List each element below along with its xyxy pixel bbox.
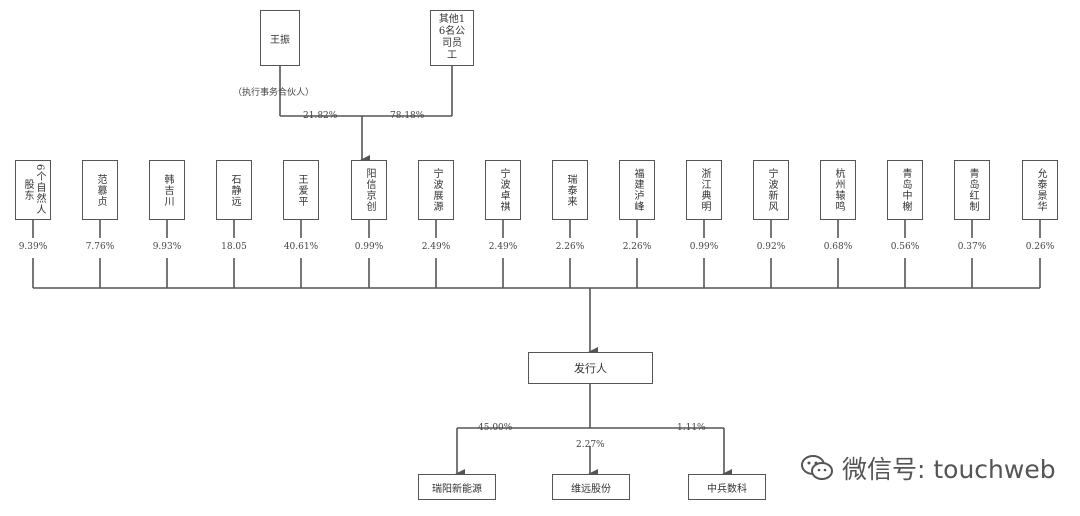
shareholder-name: 石静远	[229, 173, 240, 207]
shareholder-pct: 0.92%	[756, 242, 786, 252]
issuer-box: 发行人	[528, 352, 653, 384]
shareholder-pct: 40.61%	[283, 242, 319, 252]
sub-pct-2: 2.27%	[576, 440, 605, 450]
shareholder-box: 福建泸峰	[619, 160, 655, 220]
shareholder-box: 青岛红制	[954, 160, 990, 220]
shareholder-box: 石静远	[216, 160, 252, 220]
shareholder-box: 范慕贞	[82, 160, 118, 220]
watermark-text: 微信号: touchweb	[842, 455, 1056, 484]
shareholder-pct: 2.49%	[421, 242, 451, 252]
sub-pct-1: 45.00%	[478, 423, 513, 433]
shareholder-pct: 0.99%	[689, 242, 719, 252]
shareholder-box: 青岛中榭	[887, 160, 923, 220]
shareholder-pct: 2.26%	[622, 242, 652, 252]
shareholder-name: 范慕贞	[95, 173, 106, 207]
shareholder-pct: 2.49%	[488, 242, 518, 252]
shareholder-box: 宁波展源	[418, 160, 454, 220]
shareholder-name: 6个自然人股东	[22, 164, 45, 216]
shareholder-pct: 0.26%	[1025, 242, 1055, 252]
shareholder-box: 宁波新风	[753, 160, 789, 220]
shareholder-name: 阳信京创	[364, 168, 375, 212]
shareholder-box: 杭州辕鸣	[820, 160, 856, 220]
shareholder-pct: 18.05	[221, 242, 247, 252]
wechat-watermark: 微信号: touchweb	[800, 450, 1056, 486]
pct-partner-label: 21.82%	[303, 111, 338, 121]
shareholder-name: 青岛中榭	[900, 168, 911, 212]
shareholder-pct: 9.93%	[152, 242, 182, 252]
partner-box: 王振	[260, 10, 300, 66]
shareholder-name: 宁波展源	[431, 168, 442, 212]
shareholder-box: 6个自然人股东	[15, 160, 51, 220]
subsidiary-box-1: 瑞阳新能源	[418, 474, 496, 500]
others-name: 其他16名公司员工	[438, 14, 466, 61]
shareholder-pct: 0.37%	[957, 242, 987, 252]
shareholder-box: 阳信京创	[351, 160, 387, 220]
issuer-name: 发行人	[574, 362, 607, 375]
shareholder-pct: 7.76%	[85, 242, 115, 252]
shareholder-name: 韩吉川	[162, 173, 173, 207]
partner-name: 王振	[270, 34, 290, 46]
sub-name-3: 中兵数科	[707, 483, 747, 495]
sub-name-1: 瑞阳新能源	[432, 483, 482, 495]
shareholder-pct: 0.68%	[823, 242, 853, 252]
shareholder-name: 王爱平	[296, 173, 307, 207]
shareholder-box: 允泰景华	[1022, 160, 1058, 220]
shareholder-name: 宁波卓祺	[498, 168, 509, 212]
shareholder-name: 浙江典明	[699, 168, 710, 212]
shareholder-pct: 2.26%	[555, 242, 585, 252]
sub-name-2: 维远股份	[571, 483, 611, 495]
shareholder-pct: 0.99%	[354, 242, 384, 252]
shareholder-name: 瑞泰来	[565, 173, 576, 207]
shareholder-name: 杭州辕鸣	[833, 168, 844, 212]
subsidiary-box-2: 维远股份	[552, 474, 630, 500]
pct-others-label: 78.18%	[390, 111, 425, 121]
shareholder-name: 福建泸峰	[632, 168, 643, 212]
shareholder-box: 宁波卓祺	[485, 160, 521, 220]
others-box: 其他16名公司员工	[430, 10, 474, 66]
wechat-icon	[801, 455, 833, 480]
shareholder-name: 允泰景华	[1035, 168, 1046, 212]
partner-role-label: （执行事务合伙人）	[233, 88, 315, 98]
shareholder-name: 青岛红制	[967, 168, 978, 212]
shareholder-name: 宁波新风	[766, 168, 777, 212]
shareholder-box: 韩吉川	[149, 160, 185, 220]
shareholder-box: 瑞泰来	[552, 160, 588, 220]
subsidiary-box-3: 中兵数科	[688, 474, 766, 500]
shareholder-box: 王爱平	[283, 160, 319, 220]
shareholder-pct: 9.39%	[18, 242, 48, 252]
sub-pct-3: 1.11%	[677, 423, 706, 433]
shareholder-box: 浙江典明	[686, 160, 722, 220]
shareholder-pct: 0.56%	[890, 242, 920, 252]
